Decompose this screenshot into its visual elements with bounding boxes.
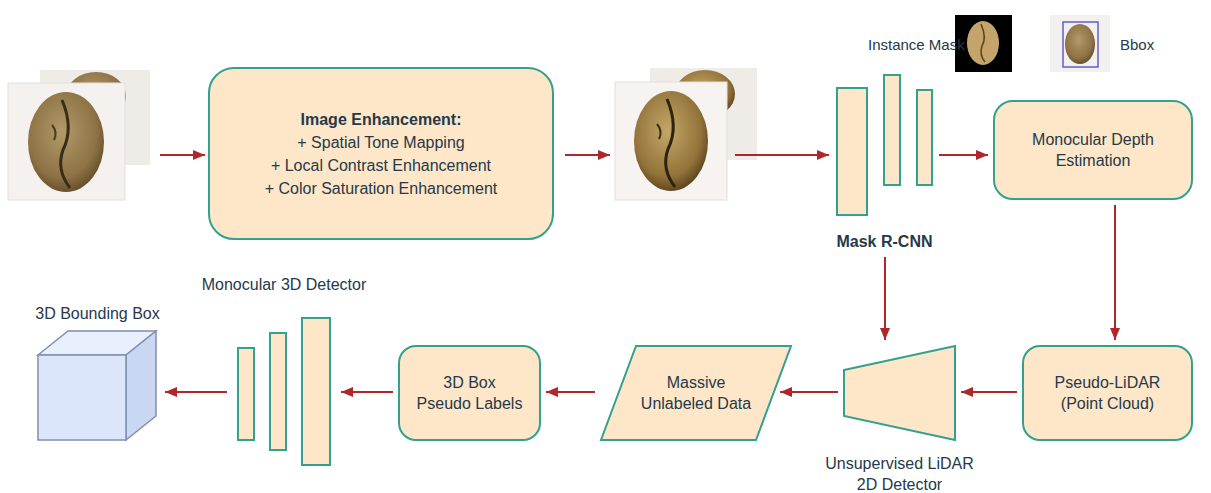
trapezoid-outline	[844, 346, 955, 440]
node-text: Mask R-CNN	[815, 231, 955, 252]
data-parallelogram-shape	[600, 345, 792, 441]
node-text: Massive Unlabeled Data	[636, 372, 756, 414]
process-box: Image Enhancement:+ Spatial Tone Mapping…	[208, 67, 554, 240]
cube-output-shape	[35, 330, 160, 442]
detector-trapezoid-shape	[843, 345, 956, 441]
data-parallelogram: Massive Unlabeled Data	[600, 345, 792, 441]
node-text: Unsupervised LiDAR 2D Detector	[825, 453, 975, 493]
flow-connector	[939, 154, 988, 156]
node-text: 3D Box Pseudo Labels	[416, 372, 524, 414]
network-block: Mask R-CNN	[835, 73, 934, 216]
flow-arrow	[735, 154, 829, 156]
parallelogram-outline	[601, 346, 791, 440]
process-box: 3D Box Pseudo Labels	[398, 345, 541, 441]
node-text: Monocular Depth Estimation	[1007, 129, 1179, 171]
layer-bar	[884, 75, 900, 185]
network-block-shape	[835, 73, 934, 216]
enhanced-images	[615, 68, 757, 200]
layer-bar	[837, 88, 867, 215]
flow-arrow	[565, 154, 610, 156]
node-text: + Spatial Tone Mapping	[297, 131, 464, 154]
flow-connector	[341, 391, 393, 393]
thumbnail-caption: Instance Mask	[868, 36, 965, 54]
process-box: Monocular Depth Estimation	[993, 100, 1193, 200]
process-box: Pseudo-LiDAR (Point Cloud)	[1022, 345, 1193, 441]
node-text: Image Enhancement:	[301, 108, 462, 131]
node-text: 3D Bounding Box	[18, 303, 178, 324]
flow-connector	[780, 391, 838, 393]
text-holder: Massive Unlabeled Data	[600, 345, 792, 441]
layer-bar	[302, 318, 330, 465]
bbox-image	[1050, 15, 1110, 72]
cube-side	[126, 331, 156, 440]
node-text: Pseudo-LiDAR (Point Cloud)	[1048, 372, 1168, 414]
cube-output: 3D Bounding Box	[35, 330, 160, 442]
flow-connector	[1114, 205, 1116, 340]
node-text: + Color Saturation Enhancement	[265, 177, 498, 200]
network-block-shape	[232, 318, 336, 466]
layer-bar	[238, 348, 254, 440]
flow-connector	[165, 391, 227, 393]
thumbnail-caption: Bbox	[1120, 36, 1154, 54]
network-block: Monocular 3D Detector	[232, 318, 336, 466]
flow-connector	[884, 257, 886, 340]
node-text: Monocular 3D Detector	[184, 274, 384, 295]
flow-connector	[961, 391, 1017, 393]
cube-front	[38, 355, 126, 440]
flow-connector	[546, 391, 595, 393]
flow-arrow	[160, 154, 205, 156]
input-images	[8, 70, 150, 200]
detector-trapezoid: Unsupervised LiDAR 2D Detector	[843, 345, 956, 441]
node-text: + Local Contrast Enhancement	[271, 154, 491, 177]
layer-bar	[917, 90, 932, 185]
layer-bar	[270, 333, 286, 450]
